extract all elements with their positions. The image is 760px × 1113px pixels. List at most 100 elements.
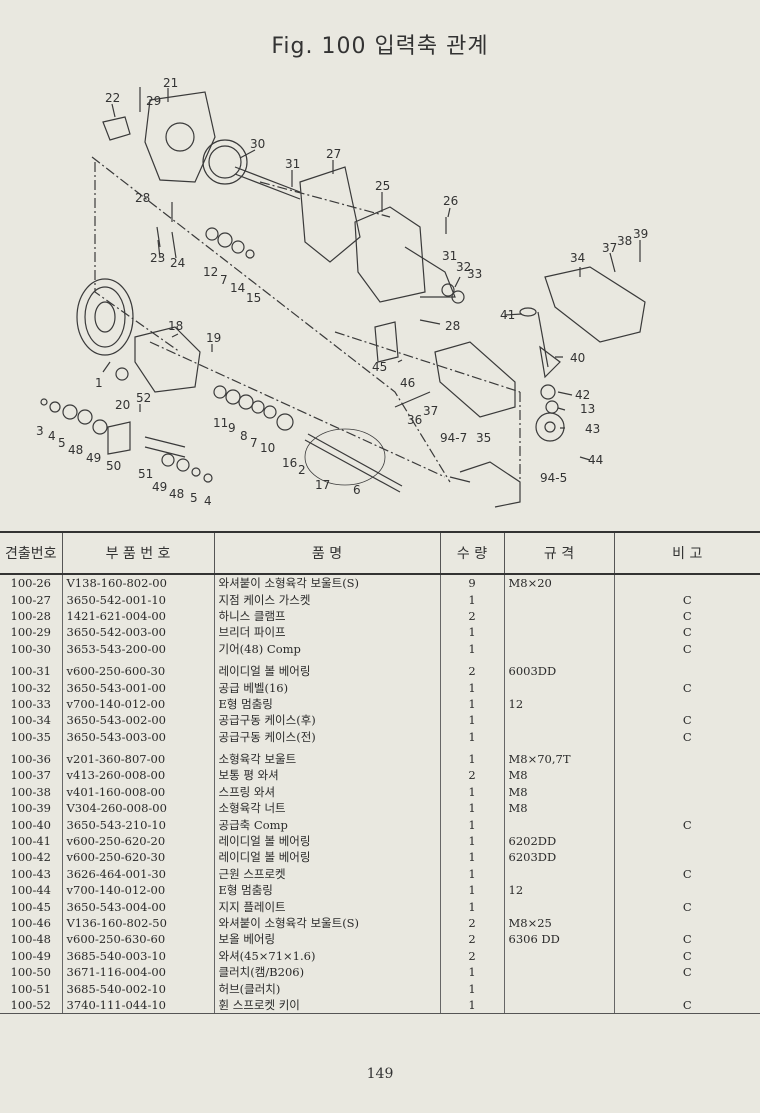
cell-name: 소형육각 보울트 xyxy=(213,744,440,768)
cell-qty: 1 xyxy=(439,712,504,729)
cell-qty: 2 xyxy=(439,947,504,964)
cell-spec: M8×70,7T xyxy=(503,744,614,768)
callout-label: 6 xyxy=(353,483,361,497)
cell-no: 100-44 xyxy=(10,883,51,898)
cell-note xyxy=(613,800,760,817)
cell-part: 3650-543-001-00 xyxy=(61,679,214,696)
cell-no: 100-41 xyxy=(10,834,51,849)
cell-note xyxy=(613,574,760,592)
callout-label: 13 xyxy=(580,402,595,416)
cell-note: C xyxy=(613,963,760,981)
cell-name: E형 멈춤링 xyxy=(213,882,440,899)
cell-name: 와셔붙이 소형육각 보울트(S) xyxy=(213,914,440,932)
cell-part: v700-140-012-00 xyxy=(61,882,214,899)
cell-note xyxy=(613,767,760,784)
cell-spec xyxy=(503,980,614,997)
cell-spec xyxy=(503,607,614,625)
cell-qty: 1 xyxy=(439,591,504,608)
cell-no: 100-38 xyxy=(10,784,51,799)
header-part-name: 품 명 xyxy=(213,531,440,575)
cell-name: 지점 케이스 가스켓 xyxy=(213,591,440,608)
callout-label: 4 xyxy=(204,494,212,508)
cell-qty: 2 xyxy=(439,767,504,784)
cell-name: 공급축 Comp xyxy=(213,816,440,833)
callout-label: 37 xyxy=(423,404,438,418)
cell-no: 100-51 xyxy=(10,981,51,996)
cell-name: 레이디얼 볼 베어링 xyxy=(213,832,440,850)
cell-note xyxy=(613,882,760,899)
diagram-svg: 22 21 29 30 27 31 25 26 28 23 24 12 7 14… xyxy=(36,76,648,508)
callout-label: 40 xyxy=(570,351,585,365)
callout-label: 4 xyxy=(48,429,56,443)
cell-no: 100-52 xyxy=(0,996,62,1015)
callout-label: 30 xyxy=(250,137,265,151)
callout-label: 51 xyxy=(138,467,153,481)
callout-label: 7 xyxy=(250,436,258,450)
callout-label: 15 xyxy=(246,291,261,305)
cell-part: v401-160-008-00 xyxy=(61,783,214,801)
cell-spec: M8 xyxy=(503,767,614,784)
cell-spec: 6202DD xyxy=(503,832,614,850)
callout-label: 11 xyxy=(213,416,228,430)
callout-label: 32 xyxy=(456,260,471,274)
callout-label: 50 xyxy=(106,459,121,473)
cell-qty: 1 xyxy=(439,728,504,745)
cell-qty: 1 xyxy=(439,865,504,883)
table-header-row: 견출번호 부 품 번 호 품 명 수 량 규 격 비 고 xyxy=(0,531,760,575)
callout-label: 29 xyxy=(146,94,161,108)
cell-no: 100-32 xyxy=(10,680,51,695)
cell-name: 공급구동 케이스(전) xyxy=(213,728,440,745)
cell-name: 지지 플레이트 xyxy=(213,898,440,915)
cell-spec xyxy=(503,712,614,729)
cell-no: 100-29 xyxy=(10,625,51,640)
cell-no: 100-46 xyxy=(10,916,51,930)
diagram-labels: 22 21 29 30 27 31 25 26 28 23 24 12 7 14… xyxy=(36,76,648,508)
cell-part: 3685-540-003-10 xyxy=(61,947,214,964)
cell-note xyxy=(613,832,760,850)
cell-part: V304-260-008-00 xyxy=(61,800,214,817)
cell-part: v600-250-600-30 xyxy=(61,656,214,680)
cell-part: v700-140-012-00 xyxy=(61,695,214,713)
cell-no: 100-43 xyxy=(10,866,51,881)
callout-label: 38 xyxy=(617,234,632,248)
exploded-parts-diagram: 22 21 29 30 27 31 25 26 28 23 24 12 7 14… xyxy=(0,62,760,532)
cell-name: 허브(클러치) xyxy=(213,980,440,997)
callout-label: 20 xyxy=(115,398,130,412)
cell-note xyxy=(613,849,760,866)
callout-label: 49 xyxy=(152,480,167,494)
cell-note: C xyxy=(613,679,760,696)
callout-label: 24 xyxy=(170,256,185,270)
cell-spec: 6003DD xyxy=(503,656,614,680)
cell-part: v600-250-630-60 xyxy=(61,931,214,948)
cell-spec: M8 xyxy=(503,800,614,817)
callout-label: 19 xyxy=(206,331,221,345)
cell-name: 와셔붙이 소형육각 보울트(S) xyxy=(213,574,440,592)
cell-spec xyxy=(503,947,614,964)
callout-label: 2 xyxy=(298,463,306,477)
header-remarks: 비 고 xyxy=(613,531,760,575)
header-part-no: 부 품 번 호 xyxy=(61,531,214,575)
header-ref-no: 견출번호 xyxy=(0,531,62,575)
callout-label: 22 xyxy=(105,91,120,105)
callout-label: 27 xyxy=(326,147,341,161)
cell-note: C xyxy=(613,607,760,625)
cell-no: 100-31 xyxy=(10,664,51,679)
cell-spec: M8×20 xyxy=(503,574,614,592)
cell-name: 공급 베벨(16) xyxy=(213,679,440,696)
cell-spec xyxy=(503,963,614,981)
cell-part: 3650-542-003-00 xyxy=(61,624,214,641)
cell-note: C xyxy=(613,591,760,608)
callout-label: 28 xyxy=(135,191,150,205)
cell-qty: 1 xyxy=(439,849,504,866)
